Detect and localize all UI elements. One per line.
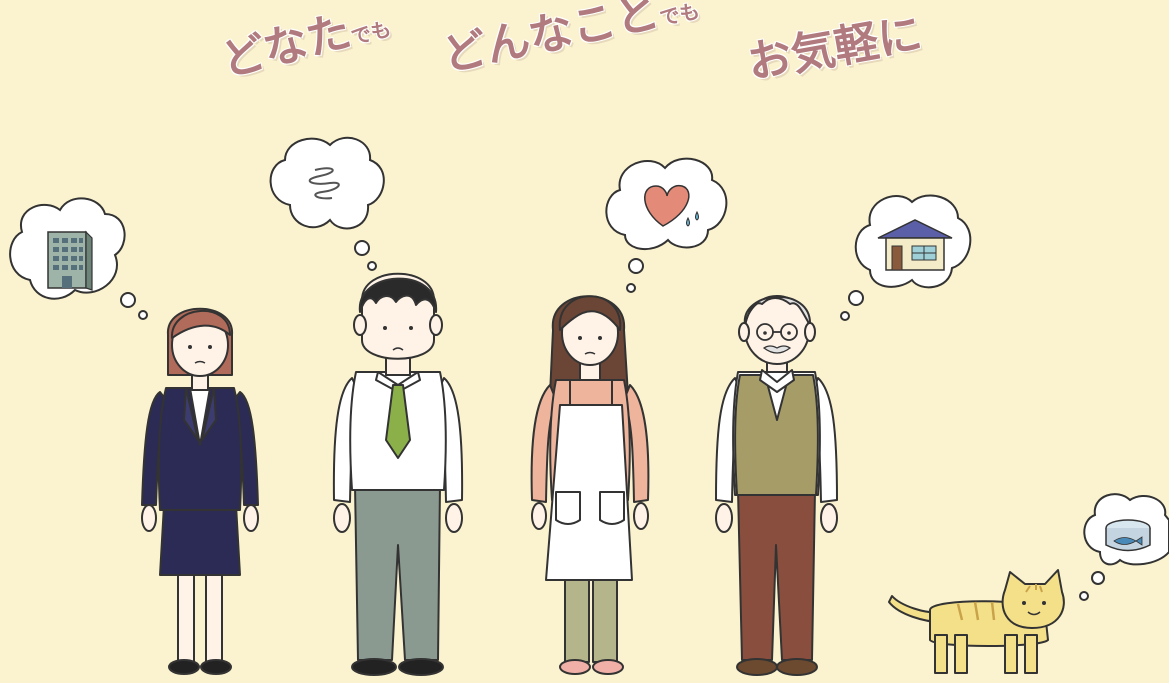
swirl-icon (308, 167, 340, 200)
elderly-man (715, 194, 972, 676)
apron-woman (530, 157, 728, 675)
house-icon (877, 219, 953, 271)
thought-bubble-heart (605, 157, 728, 293)
salaryman-man (269, 136, 464, 676)
office-worker-woman (9, 197, 259, 675)
heart-icon (644, 184, 690, 227)
office-building-icon (47, 230, 93, 291)
thought-bubble-house (840, 194, 972, 321)
thought-bubble-fish-can (1079, 493, 1169, 601)
fish-can-icon (1105, 519, 1151, 552)
thought-bubble-swirl (269, 136, 385, 271)
cat (888, 493, 1169, 674)
thought-bubble-building (9, 197, 148, 320)
